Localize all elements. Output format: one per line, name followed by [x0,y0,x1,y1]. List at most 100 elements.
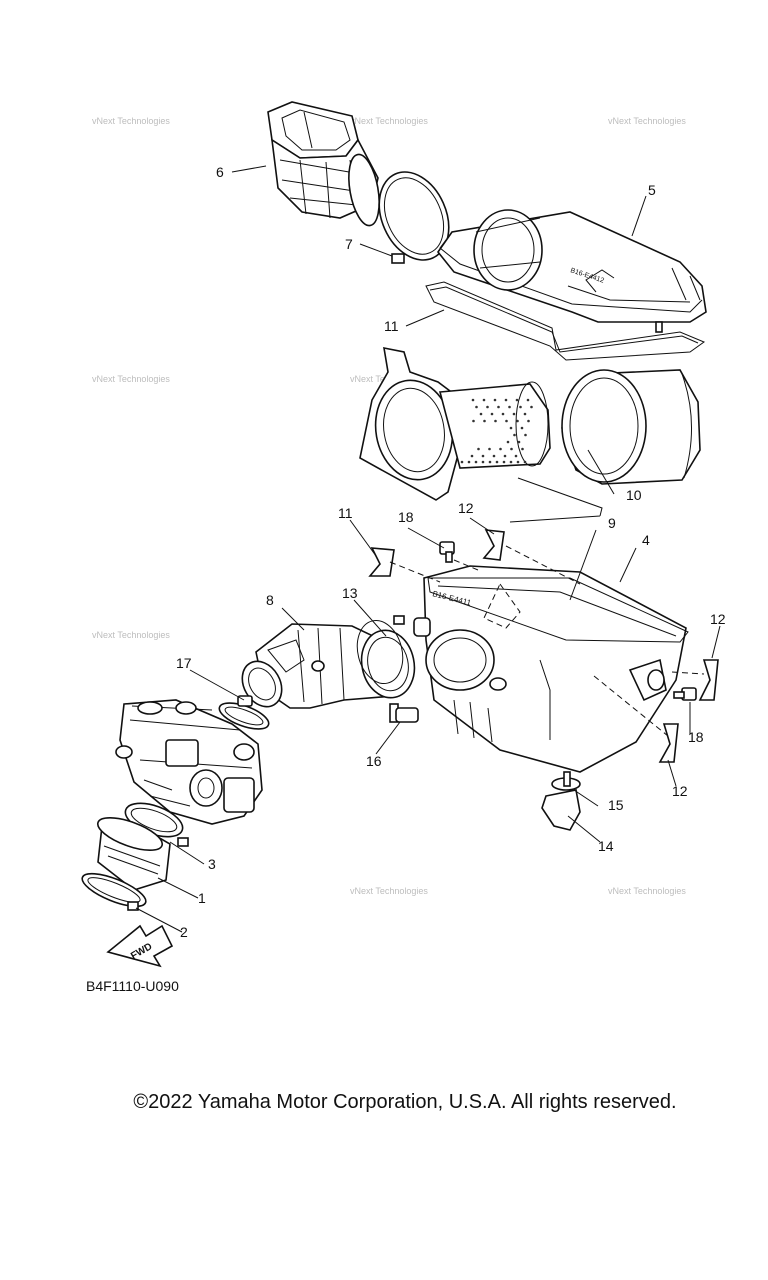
throttle-body-drawing [115,699,263,825]
perforation-dot [509,426,513,430]
bolts-18-drawing [439,541,697,701]
perforation-dot [502,460,506,464]
callout-12-a: 11 [338,505,353,521]
drain-plug-drawing [541,771,581,831]
perforation-dot [521,447,524,451]
callout-11: 11 [384,318,399,334]
perforation-dot [472,419,475,423]
joint-1-drawing [96,817,171,891]
perforation-dot [477,447,480,451]
perforation-dot [481,454,485,458]
perforation-dot [494,419,497,423]
watermark: vNext Technologies [350,886,428,896]
perforation-dot [523,412,527,416]
callout-7: 7 [345,236,353,252]
callout-18-a: 18 [398,509,414,525]
perforation-dot [527,419,530,423]
airbox-cover-drawing: B16-E4412 [437,209,707,333]
perforation-dot [490,412,494,416]
perforation-dots [460,398,533,464]
watermark: vNext Technologies [608,116,686,126]
perforation-dot [495,460,499,464]
callout-18-b: 18 [688,729,704,745]
perforation-dot [471,398,475,402]
perforation-dot [506,440,510,444]
perforation-dot [488,460,492,464]
perforation-dot [517,440,521,444]
callout-1: 1 [198,890,206,906]
callout-2: 2 [180,924,188,940]
watermark: vNext Technologies [350,116,428,126]
perforation-dot [497,405,500,409]
perforation-dot [516,460,520,464]
perforation-dot [474,460,478,464]
perforation-dot [526,398,530,402]
perforation-dot [513,433,516,437]
perforation-dot [515,398,519,402]
perforation-dot [524,433,527,437]
perforation-dot [530,405,533,409]
perforation-dot [499,447,502,451]
clamp-band-drawing [378,171,450,264]
perforation-dot [460,460,464,464]
airbox-case-drawing: B16-E4411 [413,565,689,773]
fwd-arrow: FWD [106,924,174,968]
callout-16: 16 [366,753,382,769]
element-frame-drawing [359,346,551,501]
perforation-dot [504,398,508,402]
watermark: vNext Technologies [92,630,170,640]
callout-12-b: 12 [458,500,474,516]
perforation-dot [503,454,507,458]
clamp-17-drawing [218,695,270,730]
perforation-dot [519,405,522,409]
callout-12-d: 12 [672,783,688,799]
perforation-dot [486,405,489,409]
screw-16-drawing [389,703,419,723]
callout-6: 6 [216,164,224,180]
intake-duct-drawing [267,101,380,227]
callout-14: 14 [598,838,614,854]
filter-element-drawing [561,369,701,485]
perforation-dot [467,460,471,464]
gasket-drawing [425,281,706,361]
callout-4: 4 [642,532,650,548]
perforation-dot [479,412,483,416]
perforation-dot [475,405,478,409]
leader-lines [135,165,721,933]
watermark: vNext Technologies [92,116,170,126]
perforation-dot [492,454,496,458]
callouts: 6 7 11 5 10 9 4 11 12 18 8 13 17 16 12 1… [176,164,726,940]
diagram-code: B4F1110-U090 [86,978,179,994]
perforation-dot [508,405,511,409]
watermark: vNext Technologies [608,886,686,896]
callout-10: 10 [626,487,642,503]
watermark: vNext Technologies [92,374,170,384]
callout-5: 5 [648,182,656,198]
perforation-dot [493,398,497,402]
callout-15: 15 [608,797,624,813]
callout-13: 13 [342,585,358,601]
perforation-dot [523,460,527,464]
perforation-dot [516,419,519,423]
perforation-dot [509,460,513,464]
perforation-dot [520,426,524,430]
perforation-dot [512,412,516,416]
perforation-dot [505,419,508,423]
assembly-lines [389,545,705,737]
perforation-dot [481,460,485,464]
clips-12-drawing [368,529,719,763]
callout-3: 3 [208,856,216,872]
gasket-2-drawing [81,872,147,911]
perforation-dot [488,447,491,451]
callout-12-c: 12 [710,611,726,627]
perforation-dot [482,398,486,402]
perforation-dot [510,447,513,451]
perforation-dot [514,454,518,458]
copyright-notice: ©2022 Yamaha Motor Corporation, U.S.A. A… [133,1091,677,1113]
perforation-dot [470,454,474,458]
callout-8: 8 [266,592,274,608]
callout-17: 17 [176,655,192,671]
intake-joint-drawing [241,623,416,709]
callout-9: 9 [608,515,616,531]
